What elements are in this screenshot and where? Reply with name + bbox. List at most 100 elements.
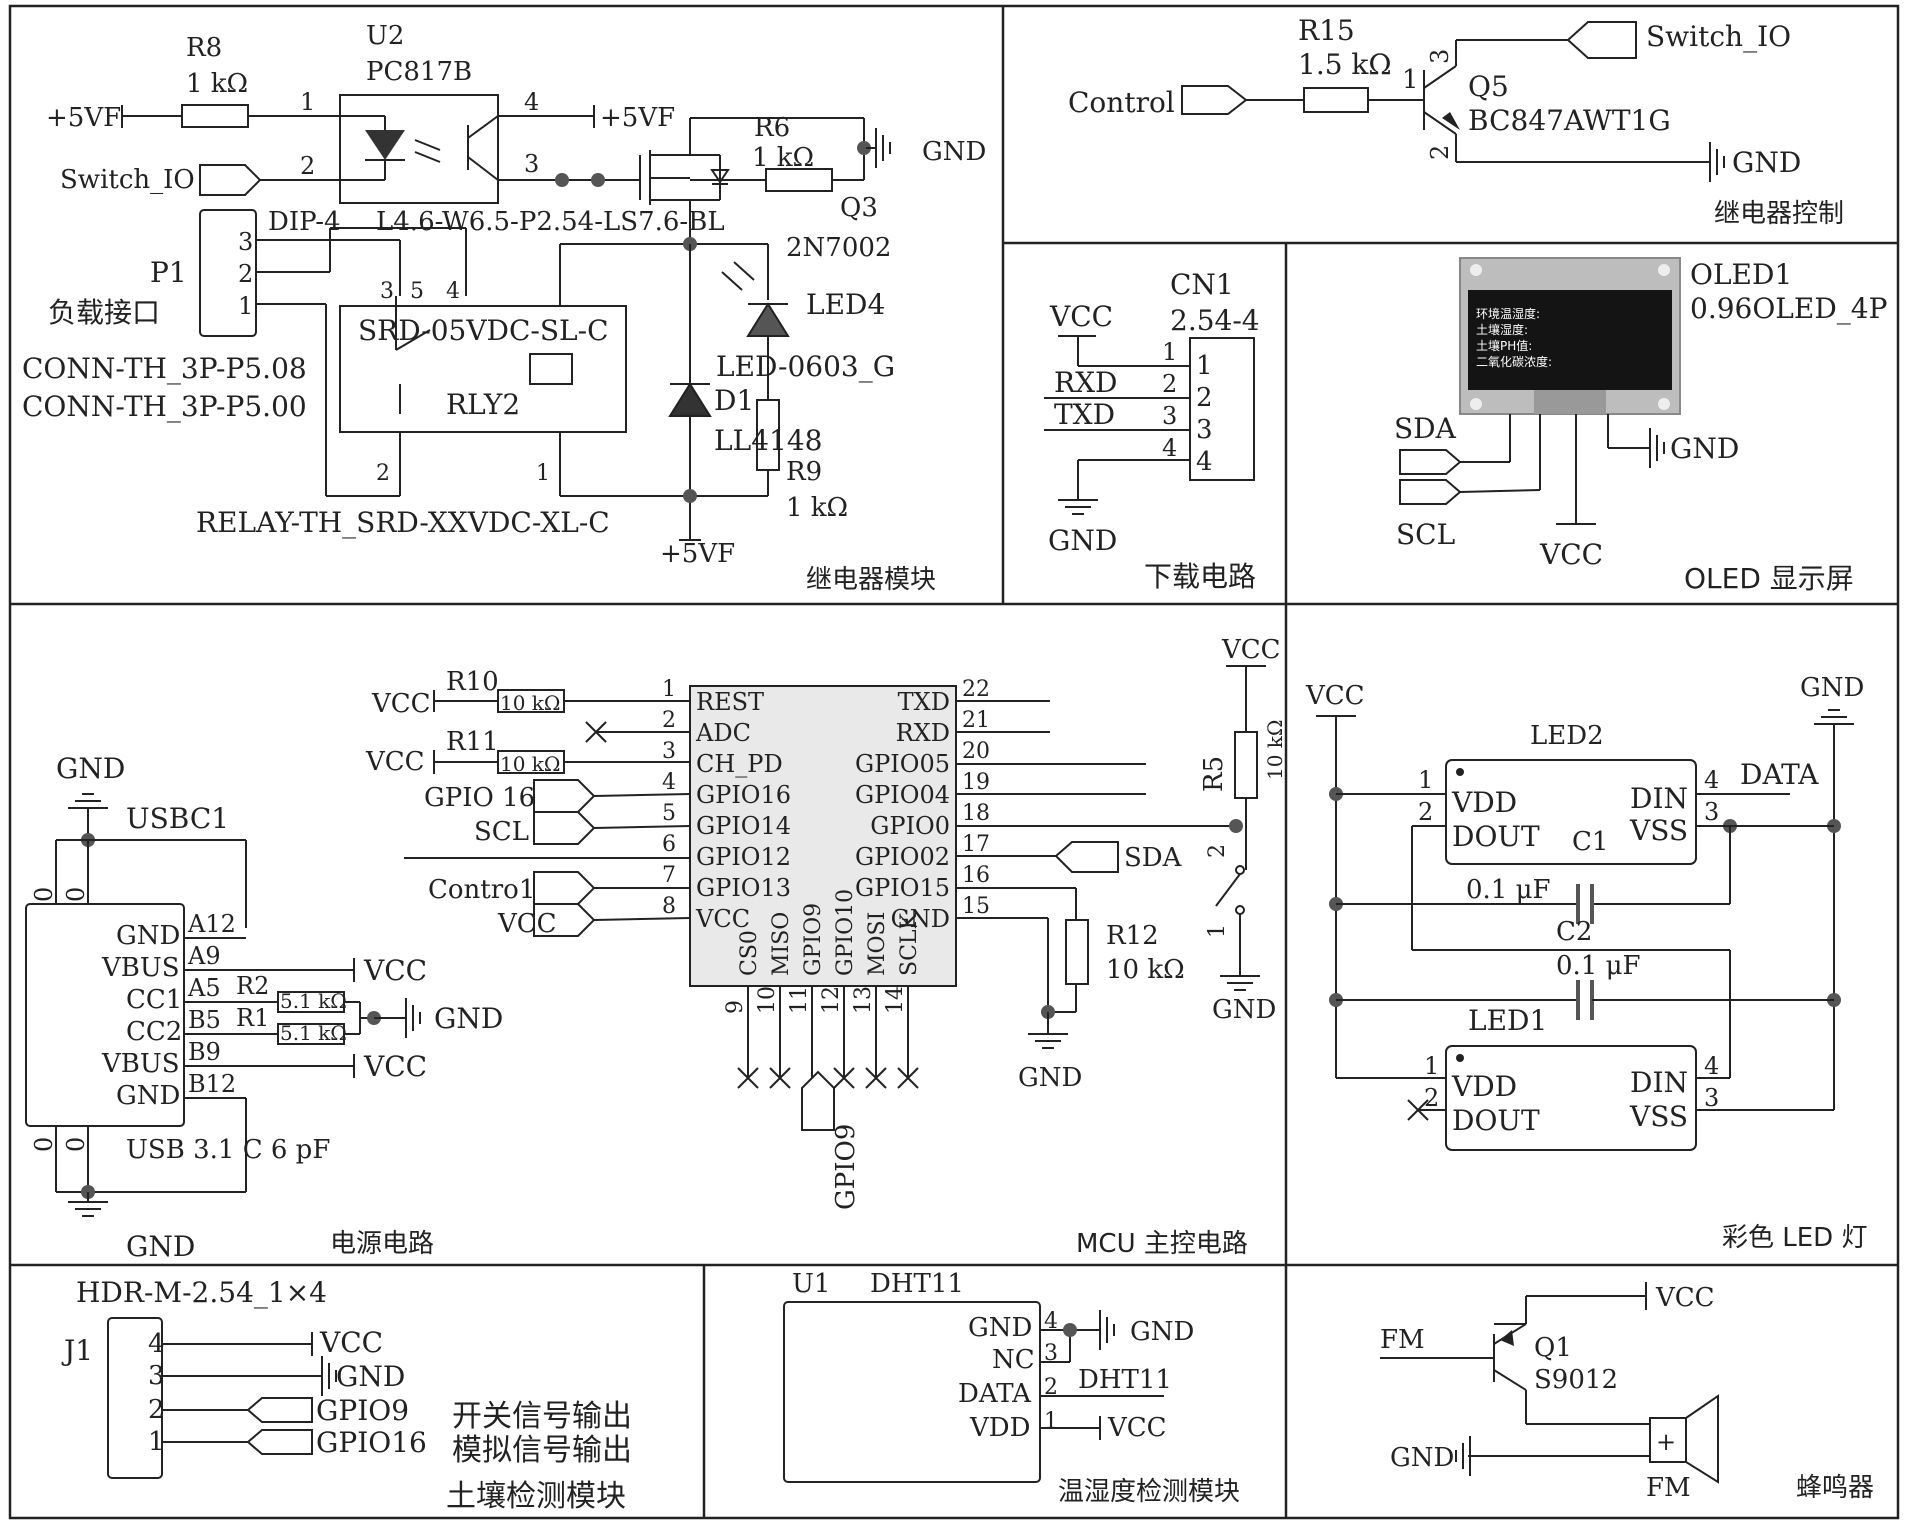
usb-num-b5: B5 [188,1006,221,1034]
mcu-left-pin-3: CH_PD [696,750,783,778]
cn1-pin2: 2 [1196,383,1213,413]
section-title-download: 下载电路 [1144,560,1256,593]
q5-label: Q5 [1468,70,1509,103]
mcu-left-num-8: 8 [662,894,676,919]
led1-vss: VSS [1629,1100,1688,1133]
mcu-right-num-1: 21 [962,708,990,733]
mcu-right-pin-3: GPIO04 [855,781,950,809]
c1-label: C1 [1572,827,1608,857]
mcu-left-num-5: 5 [662,801,676,826]
r2-value: 5.1 kΩ [280,989,347,1013]
dht-module: U1 DHT11 GND NC DATA VDD 4 3 2 1 GND DHT… [783,1269,1194,1483]
port-sda [1399,449,1462,475]
oled-display: 环境温湿度: 土壤湿度: 土壤PH值: 二氧化碳浓度: OLED1 0.96OL… [1394,257,1887,571]
j1-pin2: 2 [148,1395,165,1425]
usb-pin-cc2: CC2 [126,1017,182,1047]
section-title-buzzer: 蜂鸣器 [1796,1473,1874,1503]
mcu-bottom-num-1: 10 [755,986,780,1014]
relay-control: Control R15 1.5 kΩ Switch_IO GND 1 3 2 Q… [1068,14,1801,183]
net-scl-oled: SCL [1396,518,1455,551]
d1-part: LL4148 [714,424,822,457]
mcu-left-num-1: 1 [662,677,676,702]
port-switch-io [199,164,262,196]
mcu-bottom-num-3: 12 [819,986,844,1014]
mcu-bottom-pin-0: CS0 [737,930,762,976]
oled-line-1: 环境温湿度: [1476,306,1540,321]
cn1-pin1: 1 [1196,351,1213,381]
section-title-soil: 土壤检测模块 [446,1479,626,1514]
buzzer-q1: Q1 [1534,1333,1572,1363]
c2-value: 0.1 μF [1556,951,1641,981]
usb-part: USB 3.1 C 6 pF [126,1135,330,1165]
net-txd: TXD [1054,398,1115,431]
opto-led-icon [365,130,405,160]
r9-label: R9 [786,457,822,487]
net-plus5vf-left: +5VF [46,103,121,133]
usb-zero-4: 0 [62,1137,90,1152]
p1-name: 负载接口 [48,296,160,329]
r9-value: 1 kΩ [786,493,848,523]
mcu-right-num-0: 22 [962,677,990,702]
mcu-left-pin-2: ADC [695,719,751,747]
r1-label: R1 [236,1004,269,1032]
section-title-relay: 继电器模块 [806,565,936,595]
mcu-bottom-num-4: 13 [851,986,876,1014]
led2-din: DIN [1630,782,1688,815]
net-vcc-oled: VCC [1539,538,1603,571]
u2-pin4: 4 [524,88,539,116]
rly-pin1: 1 [536,461,550,486]
r2-label: R2 [236,972,269,1000]
mcu-bottom-pin-4: MOSI [865,912,890,976]
usb-pin-vbus-b: VBUS [101,1049,180,1079]
mcu-net-sda: SDA [1124,843,1183,873]
mcu-right-num-3: 19 [962,770,990,795]
soil-header: HDR-M-2.54_1×4 [76,1276,327,1309]
net-gnd-oled: GND [1670,432,1739,465]
u2-label: U2 [366,21,404,51]
mcu-left-num-4: 4 [662,770,676,795]
u2-part: PC817B [366,57,472,87]
mcu-net-scl: SCL [474,817,529,847]
dht-num-2: 2 [1044,1375,1058,1400]
j1-pin1: 1 [148,1427,165,1457]
dht-num-1: 1 [1044,1409,1058,1434]
dht-num-4: 4 [1044,1309,1058,1334]
net-gnd-dl: GND [1048,524,1117,557]
r10-label: R10 [446,667,499,697]
j1-pin4: 4 [148,1329,165,1359]
rly-pin5: 5 [410,279,424,304]
optocoupler-u2 [339,94,499,204]
led1-din: DIN [1630,1066,1688,1099]
net-vcc-power-2: VCC [363,1050,427,1083]
mcu-bottom-num-0: 9 [723,1000,748,1014]
mcu-right-num-5: 17 [962,832,990,857]
net-switch-io: Switch_IO [60,165,195,195]
mcu-left-num-7: 7 [662,863,676,888]
r6-label: R6 [754,113,790,143]
q5-part: BC847AWT1G [1468,104,1671,137]
net-switch-io-ctrl: Switch_IO [1646,20,1791,53]
oled-name: OLED1 [1690,258,1792,291]
r11-value: 10 kΩ [500,752,561,776]
buzzer-net-gnd: GND [1390,1443,1454,1473]
led1-pin1: 1 [1424,1052,1439,1080]
c1-value: 0.1 μF [1466,875,1551,905]
rly-pin4: 4 [446,279,460,304]
resistor-r15 [1303,87,1369,113]
usb-num-b9: B9 [188,1038,221,1066]
p1-label: P1 [150,256,187,289]
mcu-left-pin-6: GPIO12 [696,843,791,871]
u2-pin3: 3 [524,150,539,178]
mcu-right-pin-0: TXD [898,688,950,716]
r5-value: 10 kΩ [1263,719,1287,780]
oled-line-2: 土壤湿度: [1476,322,1528,337]
buzzer-plus-icon: + [1656,1428,1676,1456]
led1-pin2: 2 [1424,1084,1439,1112]
cn1-pin4-num: 4 [1162,434,1177,462]
led2-label: LED2 [1530,721,1604,751]
net-control: Control [1068,86,1175,119]
port-gpio9 [801,1070,835,1131]
cn1-pin3-num: 3 [1162,402,1177,430]
port-switch-io-ctrl [1566,21,1637,59]
q5-pin2: 2 [1426,145,1454,160]
